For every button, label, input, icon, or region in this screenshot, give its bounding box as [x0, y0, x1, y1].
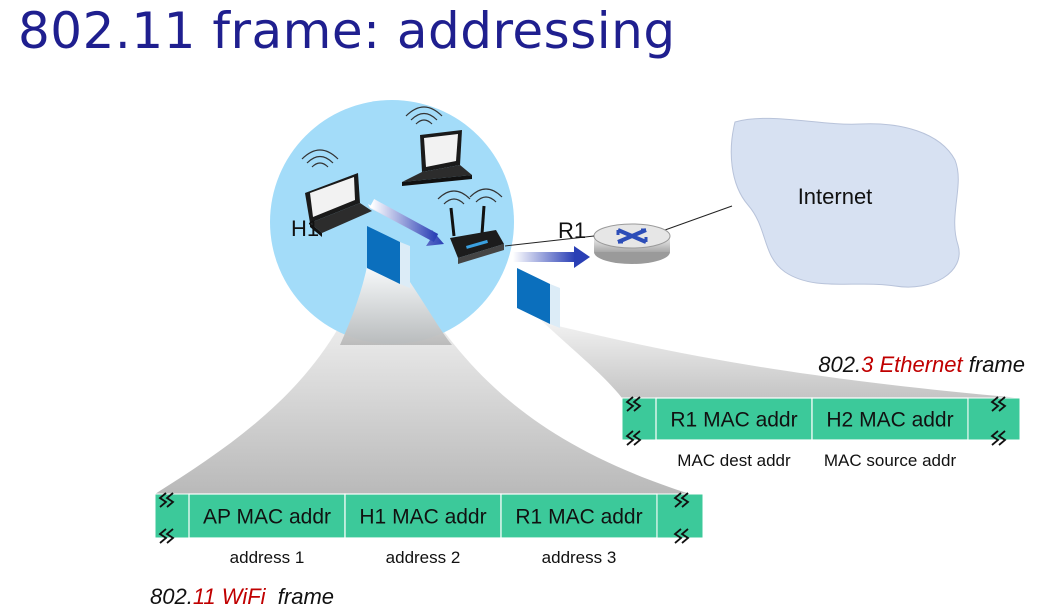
h1-label: H1 [291, 216, 319, 241]
frame-field-caption: address 3 [542, 548, 617, 567]
frame-edge [967, 397, 1021, 441]
packet-icon [517, 268, 560, 328]
laptop-icon [402, 106, 472, 186]
ethernet-frame-funnel [520, 300, 1020, 398]
router-icon [593, 223, 671, 264]
wifi-frame-label: 802.11 WiFi frame [150, 584, 334, 609]
cloud-icon [730, 117, 960, 288]
ap-to-router-arrow [513, 246, 590, 268]
break-mark-icon [625, 430, 642, 446]
internet-cloud: Internet [730, 117, 960, 288]
r1-label: R1 [558, 218, 586, 243]
break-mark-icon [673, 492, 690, 508]
frame-field-label: R1 MAC addr [515, 505, 642, 528]
ethernet-frame-label: 802.3 Ethernet frame [818, 352, 1025, 377]
break-mark-icon [990, 396, 1007, 412]
wifi-frame: AP MAC addr address 1 H1 MAC addr address 2… [154, 492, 704, 567]
break-mark-icon [673, 528, 690, 544]
frame-field-label: H1 MAC addr [359, 505, 486, 528]
break-mark-icon [158, 492, 175, 508]
frame-field-label: AP MAC addr [203, 505, 331, 528]
internet-label: Internet [798, 184, 873, 209]
break-mark-icon [990, 430, 1007, 446]
frame-field [655, 397, 813, 441]
page-title: 802.11 frame: addressing [18, 2, 676, 60]
wifi-frame-funnel [155, 262, 690, 494]
frame-field-label: R1 MAC addr [670, 408, 797, 431]
frame-field [811, 397, 969, 441]
router-internet-link [664, 205, 733, 231]
frame-field-caption: address 2 [386, 548, 461, 567]
frame-field [500, 493, 658, 539]
wifi-access-point-icon [437, 188, 504, 264]
break-mark-icon [158, 528, 175, 544]
h1-to-ap-arrow [368, 199, 444, 246]
ap-router-link [504, 235, 595, 247]
frame-field-caption: MAC source addr [824, 451, 957, 470]
wifi-funnel-overlap [340, 262, 452, 345]
frame-field-caption: MAC dest addr [677, 451, 791, 470]
frame-field-caption: address 1 [230, 548, 305, 567]
break-mark-icon [625, 396, 642, 412]
frame-field [344, 493, 502, 539]
laptop-icon [301, 149, 372, 237]
frame-field-label: H2 MAC addr [826, 408, 953, 431]
packet-icon [367, 226, 410, 288]
